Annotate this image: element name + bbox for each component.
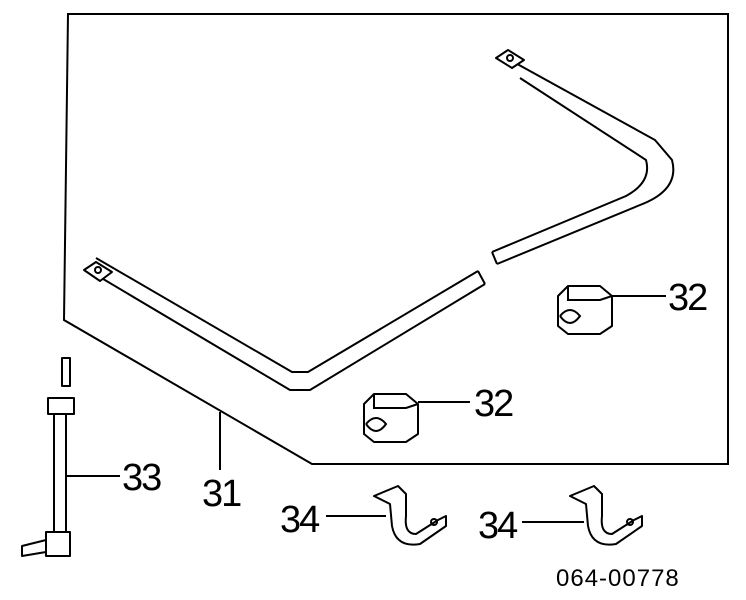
assembly-outline [62,13,729,465]
bushing-left [363,393,419,443]
bracket-left [373,485,447,546]
bushing-right [557,285,613,335]
callout-34-right: 34 [478,505,518,547]
diagram-code: 064-00778 [556,565,680,592]
callout-34-left: 34 [280,499,320,541]
bracket-right [569,485,643,546]
stabilizer-link [21,357,75,557]
callout-32-right: 32 [668,277,707,319]
callout-31: 31 [202,473,241,515]
callout-32-left: 32 [474,383,513,425]
callout-33: 33 [122,457,161,499]
stabilizer-bar [83,49,675,391]
